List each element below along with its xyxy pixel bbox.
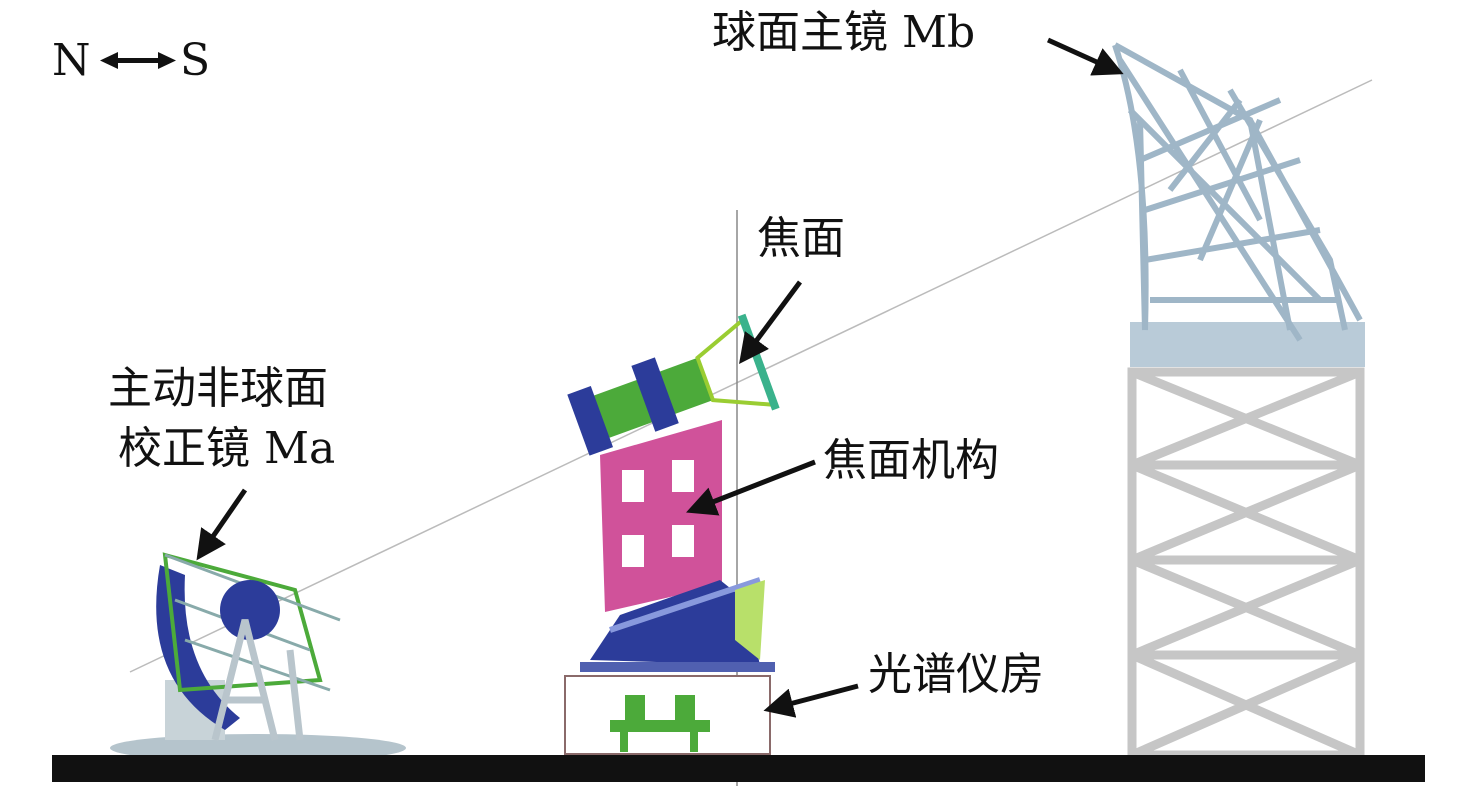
arrow-spectrograph-room [763,683,859,718]
mb-support-tower [1127,367,1365,760]
ma-corrector-mirror [110,552,406,762]
compass-north: N [52,35,91,86]
ground-bar [52,755,1425,782]
arrow-focal-plane [739,280,803,365]
spectrograph-room [564,675,771,755]
arrow-ma [196,488,248,561]
optical-axis-line [129,79,1373,673]
label-focal-mechanism: 焦面机构 [823,435,999,486]
label-corrector-line2: 校正镜 Ma [118,423,336,474]
label-focal-plane: 焦面 [757,213,845,264]
arrow-focal-mechanism [686,459,816,516]
compass-south: S [180,35,211,86]
arrow-mb [1046,37,1124,76]
compass-arrow-icon [100,52,176,69]
label-spectrograph-room: 光谱仪房 [868,649,1044,700]
mb-primary-mirror-truss [1112,42,1365,367]
label-corrector-line1: 主动非球面 [108,363,328,414]
label-primary-mirror: 球面主镜 Mb [712,7,976,58]
focal-plane-mechanism [567,313,780,672]
